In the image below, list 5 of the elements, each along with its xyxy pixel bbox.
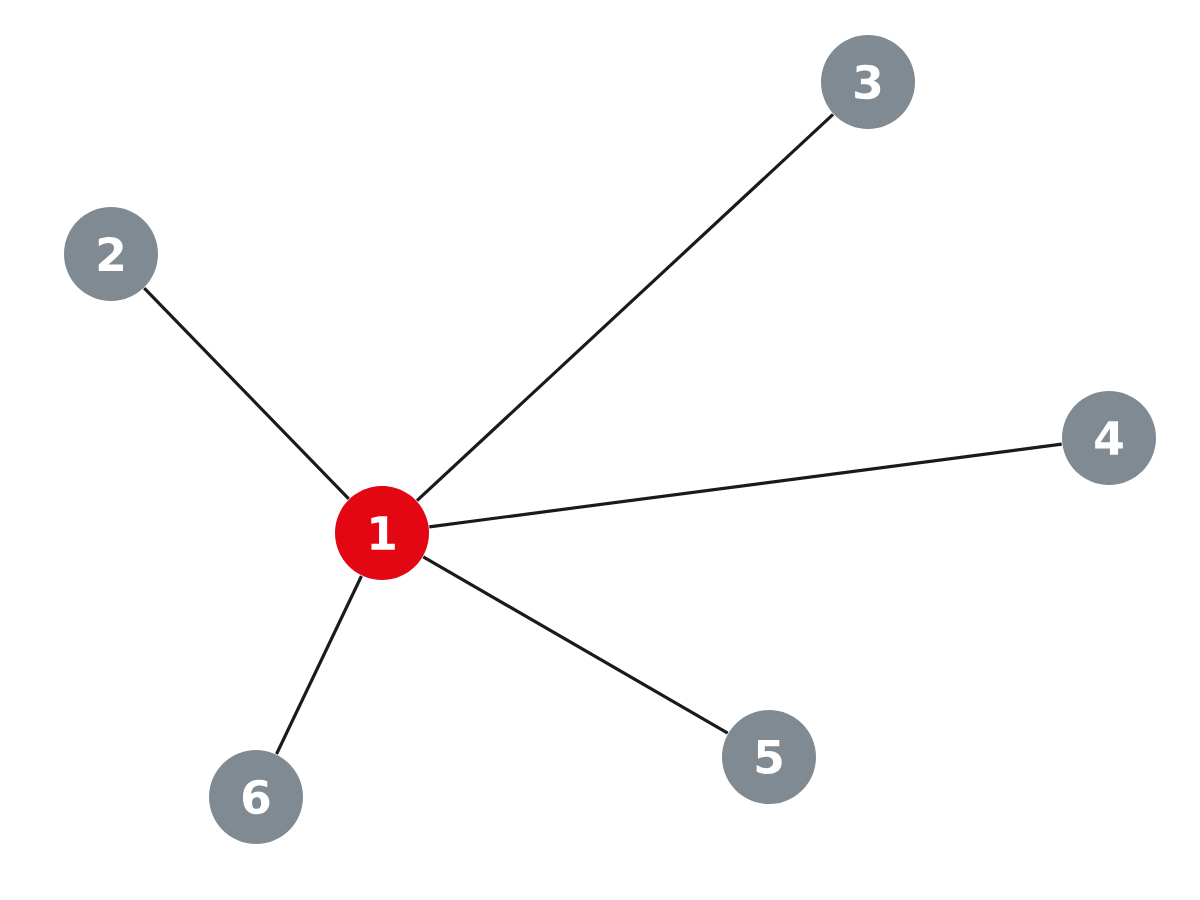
connector-line [143,287,350,500]
connector-line [429,442,1062,529]
connector-line [415,113,835,502]
connector-line [275,575,363,755]
connector-line [422,555,729,735]
